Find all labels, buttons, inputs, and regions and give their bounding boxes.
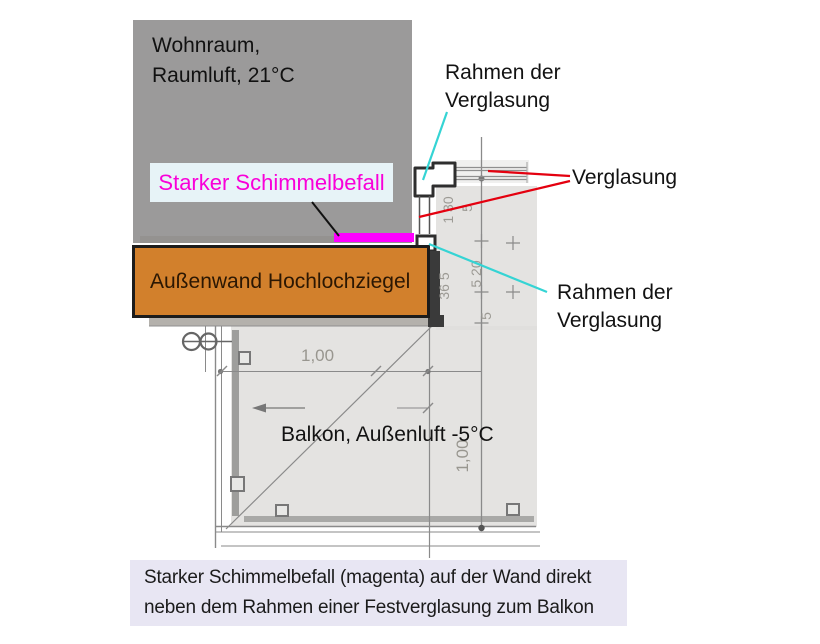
frame-label-top-line1: Rahmen der [445, 61, 561, 84]
direction-arrow [252, 403, 305, 413]
mold-label: Starker Schimmelbefall [150, 163, 393, 202]
frame-label-bottom-line1: Rahmen der [557, 281, 673, 304]
caption-box [130, 560, 627, 626]
cyan-leader-bottom [428, 242, 548, 294]
frame-label-bottom-line2: Verglasung [557, 309, 663, 332]
black-leader-mold [311, 201, 340, 237]
room-scan-edge [140, 236, 412, 243]
mold-strip [334, 233, 414, 242]
dim-width-label: 1,00 [301, 346, 335, 365]
section-symbol [181, 331, 232, 352]
frame-label-top: Rahmen der Verglasung [445, 59, 561, 115]
red-leader-lower [418, 179, 571, 219]
plan-shaded-areas [149, 160, 537, 527]
balcony-label: Balkon, Außenluft -5°C [281, 423, 494, 446]
red-leader-upper [487, 169, 571, 178]
frame-label-bottom: Rahmen der Verglasung [557, 279, 673, 335]
plan-cross-markers [474, 234, 520, 330]
caption-line2: neben dem Rahmen einer Festverglasung zu… [144, 597, 594, 618]
caption-line1: Starker Schimmelbefall (magenta) auf der… [144, 567, 592, 588]
room-label-line2: Raumluft, 21°C [152, 64, 295, 87]
cyan-leader-top [421, 111, 449, 181]
room-label: Wohnraum, Raumluft, 21°C [152, 31, 295, 91]
frame-label-top-line2: Verglasung [445, 89, 551, 112]
outer-wall-block [132, 245, 430, 318]
room-block [133, 20, 412, 243]
room-label-line1: Wohnraum, [152, 34, 261, 57]
outer-wall-label: Außenwand Hochlochziegel [150, 270, 411, 293]
balcony-posts [230, 351, 520, 517]
caption-text: Starker Schimmelbefall (magenta) auf der… [144, 563, 624, 623]
glazing-label: Verglasung [572, 166, 678, 189]
